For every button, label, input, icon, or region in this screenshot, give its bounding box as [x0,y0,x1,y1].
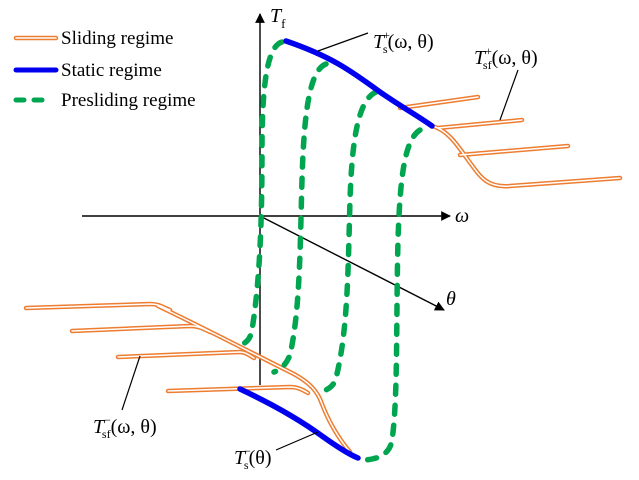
theta-axis-label: θ [446,288,456,310]
legend-item-sliding: Sliding regime [13,28,173,49]
leader-static-upper [317,32,369,52]
legend: Sliding regime Static regime Presliding … [13,28,196,111]
static-upper-curve [283,38,435,129]
label-sliding-upper: T+sf(ω, θ) [474,44,538,72]
presliding-loop-3 [317,89,379,395]
label-static-lower: T−s(θ) [234,444,271,472]
omega-axis-label: ω [455,205,469,227]
static-lower-curve [237,386,361,461]
leader-lines [121,32,519,451]
presliding-loop-2 [271,61,329,375]
annotations: T+s(ω, θ) T+sf(ω, θ) T−sf(ω, θ) T−s(θ) [93,28,538,472]
leader-sliding-upper [499,69,519,121]
label-sliding-lower: T−sf(ω, θ) [93,413,157,441]
legend-item-static: Static regime [13,60,162,81]
sliding-lower-branch-2 [69,323,213,335]
legend-label-sliding: Sliding regime [61,28,173,49]
legend-item-presliding: Presliding regime [13,90,196,111]
presliding-loop-4 [359,127,423,463]
theta-axis [259,215,445,311]
sliding-lower-curves [23,301,353,455]
static-curves [237,38,435,461]
legend-label-presliding: Presliding regime [61,90,196,111]
sliding-upper-curves [397,94,623,189]
legend-label-static: Static regime [61,60,162,81]
leader-sliding-lower [121,355,141,411]
tf-axis-label: Tf [270,5,286,31]
label-static-upper: T+s(ω, θ) [373,28,434,56]
presliding-curves [233,39,423,463]
leader-static-lower [275,431,319,451]
presliding-loop-1 [233,39,285,349]
